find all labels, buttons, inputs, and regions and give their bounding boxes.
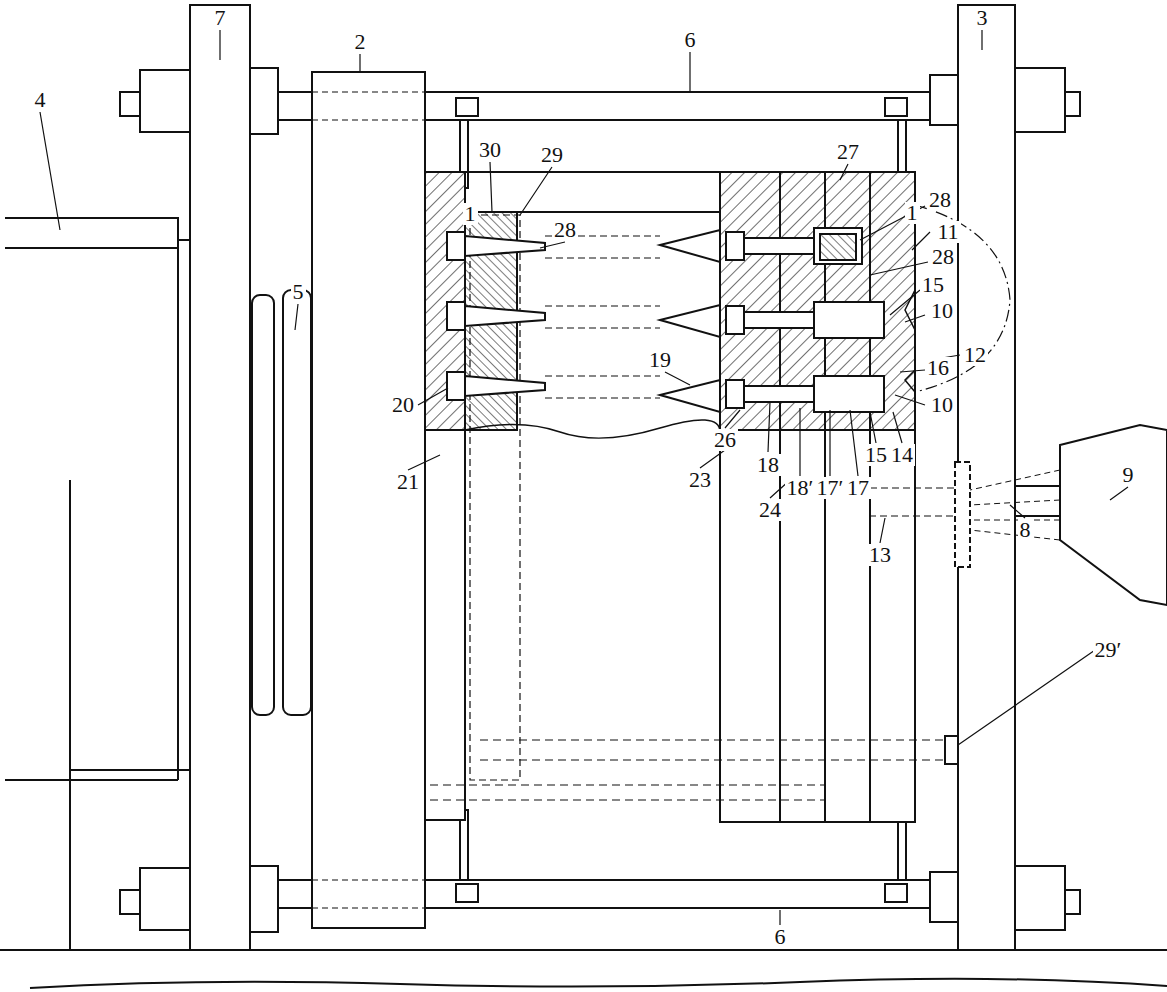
callout-number: 6 — [683, 29, 698, 51]
callout-number: 28 — [552, 219, 578, 241]
callout-number: 23 — [687, 469, 713, 491]
callout-number: 4 — [33, 89, 48, 111]
callout-number: 26 — [712, 429, 738, 451]
callout-number: 9 — [1121, 464, 1136, 486]
callout-number: 11 — [935, 221, 960, 243]
callout-number: 6 — [773, 926, 788, 948]
callout-number: 17′ — [815, 477, 846, 499]
callout-number: 1 — [905, 202, 920, 224]
callout-number: 21 — [395, 471, 421, 493]
callout-number: 15 — [920, 274, 946, 296]
callout-number: 16 — [925, 357, 951, 379]
callout-number: 24 — [757, 499, 783, 521]
callout-number: 17 — [845, 477, 871, 499]
callout-number: 20 — [390, 394, 416, 416]
callout-number: 10 — [929, 300, 955, 322]
callout-number: 5 — [291, 281, 306, 303]
callout-number: 15 — [863, 444, 889, 466]
callout-number: 7 — [213, 7, 228, 29]
callout-number: 12 — [962, 344, 988, 366]
callout-number: 27 — [835, 141, 861, 163]
callout-number: 3 — [975, 7, 990, 29]
callout-number: 28 — [927, 189, 953, 211]
callout-number: 18 — [755, 454, 781, 476]
callout-number: 28 — [930, 246, 956, 268]
callout-number: 1 — [463, 203, 478, 225]
callout-number: 13 — [867, 544, 893, 566]
callout-number: 8 — [1018, 519, 1033, 541]
callout-number: 14 — [889, 444, 915, 466]
callout-number: 30 — [477, 139, 503, 161]
callout-number: 19 — [647, 349, 673, 371]
callout-number: 2 — [353, 31, 368, 53]
callout-number: 18′ — [785, 477, 816, 499]
callout-number: 10 — [929, 394, 955, 416]
callout-number: 29′ — [1093, 639, 1124, 661]
callout-number: 29 — [539, 144, 565, 166]
